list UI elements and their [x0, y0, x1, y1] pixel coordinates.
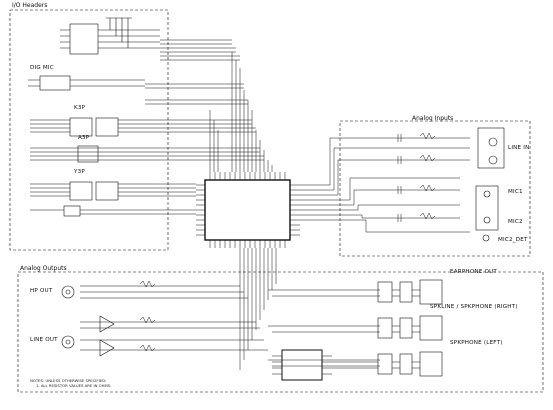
schematic-notes: NOTES: UNLESS OTHERWISE SPECIFIED: 1. AL… — [30, 378, 111, 388]
label-a3p: A3P — [78, 135, 90, 141]
codec-pins — [196, 172, 300, 248]
label-mic1: MIC1 — [508, 189, 523, 195]
io-header-components — [28, 17, 160, 217]
analog-inputs-frame — [339, 120, 531, 257]
label-spkphone-left: SPKPHONE (LEFT) — [450, 340, 503, 346]
label-k3p: K3P — [74, 105, 86, 111]
input-jacks — [475, 127, 505, 242]
section-analog-inputs: Analog Inputs — [412, 115, 454, 122]
codec-ic — [204, 179, 291, 241]
header-bus — [145, 39, 264, 215]
label-dig-mic: DIG MIC — [30, 65, 54, 71]
label-line-out: LINE OUT — [30, 337, 58, 343]
analog-inputs-wiring — [300, 132, 470, 233]
label-hp-out: HP OUT — [30, 288, 53, 294]
note-line-2: 1. ALL RESISTOR VALUES ARE IN OHMS. — [36, 383, 112, 388]
output-jacks-right — [377, 279, 443, 377]
section-analog-outputs: Analog Outputs — [20, 265, 67, 272]
analog-outputs-frame — [17, 271, 544, 393]
section-io-headers: I/O Headers — [12, 2, 48, 9]
label-mic2: MIC2 — [508, 219, 523, 225]
amp-ic — [272, 349, 378, 381]
label-line-in: LINE IN — [508, 145, 530, 151]
label-spkline-right: SPKLINE / SPKPHONE (RIGHT) — [430, 304, 518, 310]
label-mic2-det: MIC2_DET — [498, 237, 528, 243]
vertical-bus — [209, 52, 273, 172]
analog-outputs-wiring — [80, 248, 380, 370]
note-line-1: NOTES: UNLESS OTHERWISE SPECIFIED: — [30, 378, 107, 383]
output-jacks-left — [61, 285, 115, 357]
label-y3p: Y3P — [74, 169, 85, 175]
label-earphone-out: EARPHONE OUT — [450, 269, 498, 275]
io-headers-frame — [9, 9, 169, 251]
